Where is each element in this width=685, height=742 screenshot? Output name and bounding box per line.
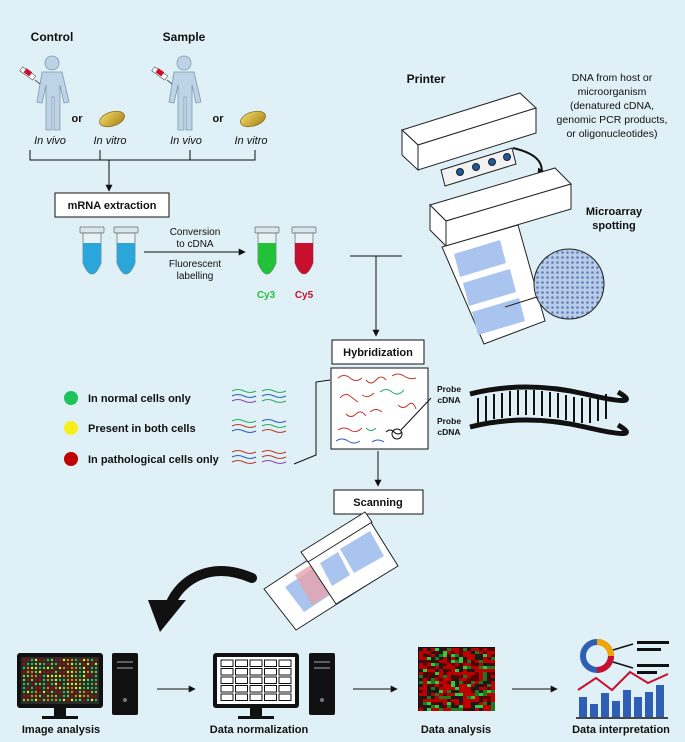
- rna-strands: [335, 373, 417, 444]
- legend-normal-label: In normal cells only: [88, 393, 192, 405]
- table-grid-icon: [220, 659, 292, 701]
- cy3-tube-icon: [254, 226, 280, 275]
- or-label: or: [213, 113, 225, 125]
- cy5-label: Cy5: [295, 290, 314, 301]
- or-label: or: [72, 113, 84, 125]
- in-vitro-label: In vitro: [93, 135, 126, 147]
- zoom-pointer: [504, 295, 541, 308]
- data-interpretation-label: Data interpretation: [572, 724, 670, 736]
- merge-bracket: [29, 150, 256, 161]
- legend-dot-normal: [64, 391, 78, 405]
- data-analysis-label: Data analysis: [421, 724, 491, 736]
- probe-loop: [385, 397, 432, 440]
- hybridization-label: Hybridization: [343, 347, 413, 359]
- legend-bracket: [293, 379, 331, 465]
- blue-tube-icon: [113, 226, 139, 275]
- pill-icon: [240, 110, 266, 128]
- hybridization-box: [331, 339, 425, 365]
- printer-head-icon: [401, 92, 537, 187]
- hybridization-panel: [330, 367, 429, 450]
- legend-strands: [231, 389, 287, 464]
- human-figure-icon: [168, 55, 202, 131]
- mrna-extraction-box: [54, 192, 170, 218]
- dna-double-strand-icon: [469, 384, 629, 437]
- glass-slide-icon: [441, 224, 546, 345]
- cy3-label: Cy3: [257, 290, 276, 301]
- dna-source-line-5: or oligonucleotides): [566, 128, 657, 140]
- control-label: Control: [31, 30, 74, 44]
- scanning-box: [333, 489, 424, 515]
- spot-zoom-icon: [533, 248, 605, 320]
- legend-both-label: Present in both cells: [88, 423, 196, 435]
- syringe-icon: [19, 66, 41, 85]
- in-vitro-label: In vitro: [234, 135, 267, 147]
- big-curved-arrow: [148, 566, 257, 632]
- probe-label-line2: cDNA: [437, 395, 460, 405]
- image-analysis-label: Image analysis: [22, 724, 100, 736]
- conversion-label-line2: to cDNA: [176, 239, 214, 250]
- in-vivo-label: In vivo: [34, 135, 66, 147]
- conversion-label: Conversion: [170, 227, 221, 238]
- data-normalization-label: Data normalization: [210, 724, 309, 736]
- blue-tube-icon: [79, 226, 105, 275]
- printer-title: Printer: [407, 72, 446, 86]
- heatmap-icon: [418, 647, 495, 711]
- mrna-extraction-label: mRNA extraction: [68, 200, 157, 212]
- legend-pathological-label: In pathological cells only: [88, 454, 220, 466]
- legend-dot-both: [64, 421, 78, 435]
- dna-source-line-4: genomic PCR products,: [557, 114, 668, 126]
- computer-tower-icon: [309, 653, 335, 715]
- sample-label: Sample: [163, 30, 206, 44]
- computer-tower-icon: [112, 653, 138, 715]
- scanner-slide-icon: [263, 511, 399, 631]
- probe-cdna-label: Probe: [437, 416, 461, 426]
- analytics-icon: [576, 639, 669, 719]
- syringe-icon: [151, 66, 173, 85]
- dna-source-line-3: (denatured cDNA,: [570, 100, 654, 112]
- legend-dot-pathological: [64, 452, 78, 466]
- dna-source-line-1: DNA from host or: [572, 72, 653, 84]
- cy5-tube-icon: [291, 226, 317, 275]
- pill-icon: [99, 110, 125, 128]
- dna-source-line-2: microorganism: [578, 86, 647, 98]
- in-vivo-label: In vivo: [170, 135, 202, 147]
- labelling-label: Fluorescent: [169, 259, 221, 270]
- microarray-spotting-label: Microarray: [586, 206, 643, 218]
- human-figure-icon: [36, 55, 70, 131]
- probe-cdna-label-line2: cDNA: [437, 427, 460, 437]
- labelling-label-line2: labelling: [177, 271, 214, 282]
- probe-label: Probe: [437, 384, 461, 394]
- microarray-spotting-label-line2: spotting: [592, 220, 635, 232]
- microarray-dots: [22, 658, 98, 702]
- scanning-label: Scanning: [353, 497, 403, 509]
